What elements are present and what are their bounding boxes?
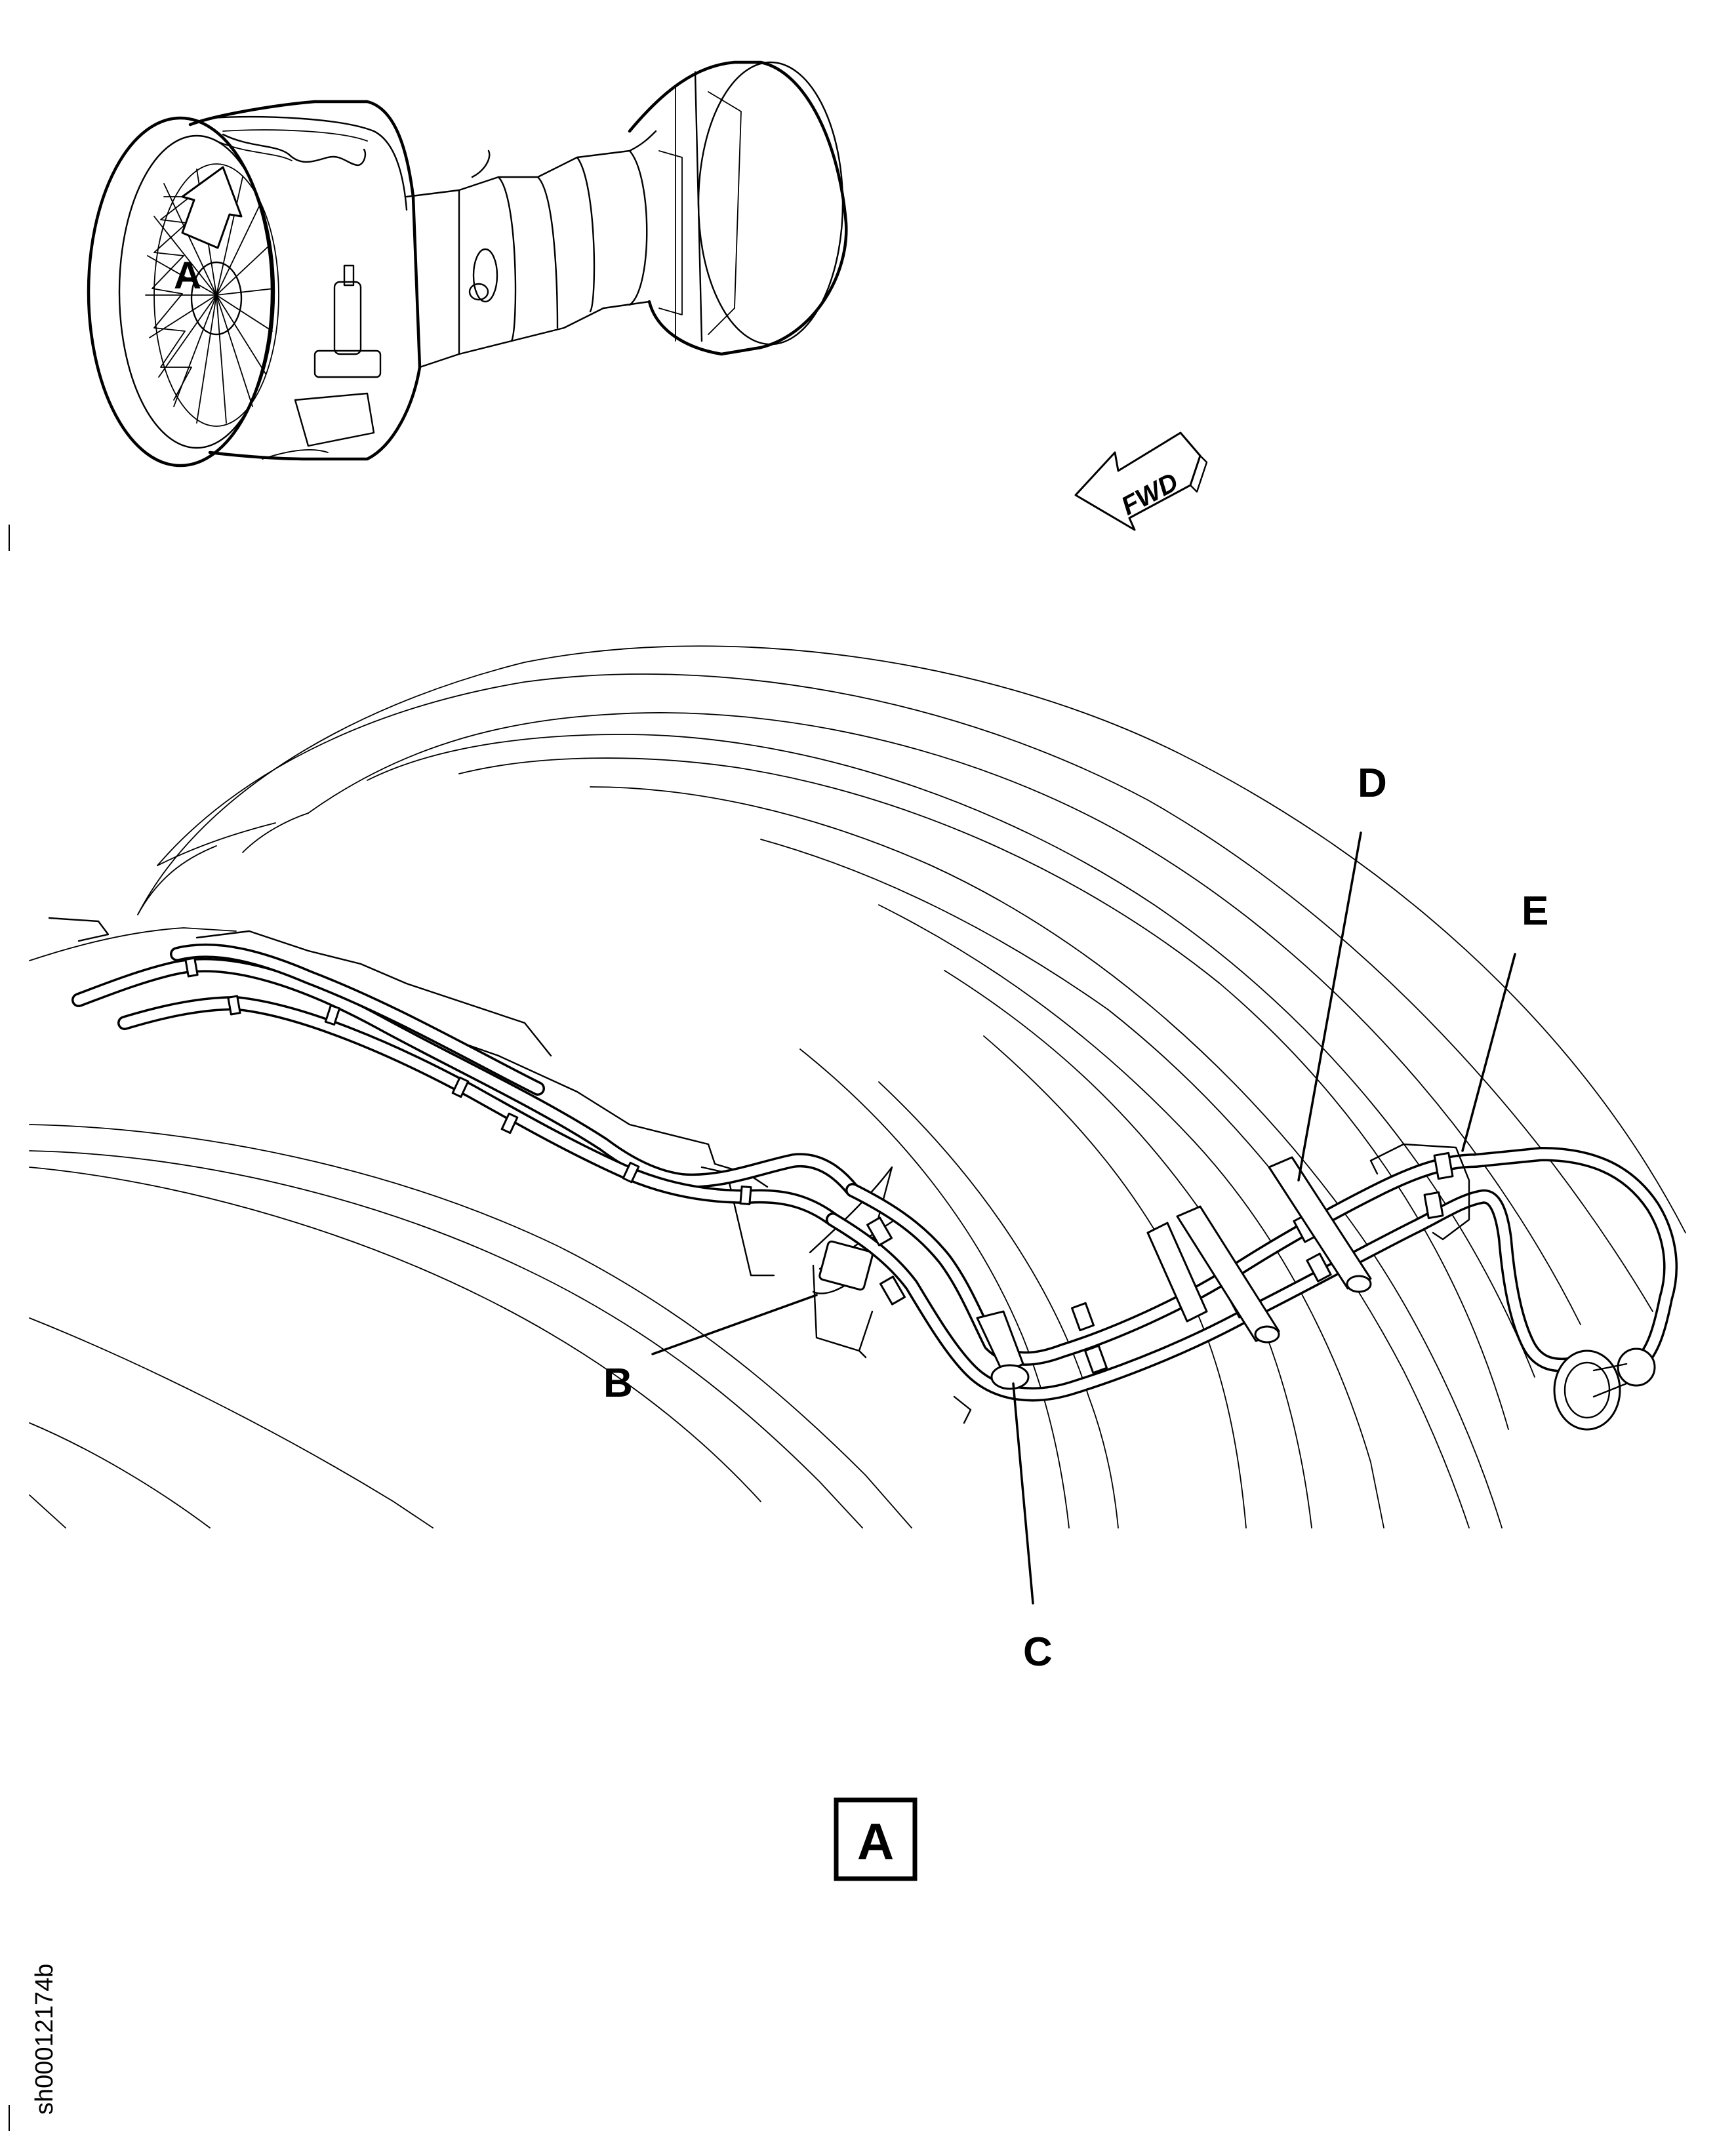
fwd-arrow-icon: FWD — [1074, 431, 1208, 531]
view-label-a: A — [857, 1812, 894, 1870]
view-label-box: A — [834, 1797, 918, 1881]
callout-d: D — [1358, 761, 1387, 806]
callouts: B C D E — [603, 761, 1548, 1675]
engine-locator-view: A — [87, 60, 848, 468]
view-arrow-label: A — [174, 254, 201, 297]
drawing-reference: sh00012174b — [31, 1964, 58, 2115]
detail-view-a — [29, 645, 1686, 1528]
view-arrow-icon — [181, 166, 243, 249]
callout-b: B — [603, 1361, 633, 1406]
callout-c: C — [1023, 1629, 1053, 1675]
callout-e: E — [1522, 889, 1548, 934]
